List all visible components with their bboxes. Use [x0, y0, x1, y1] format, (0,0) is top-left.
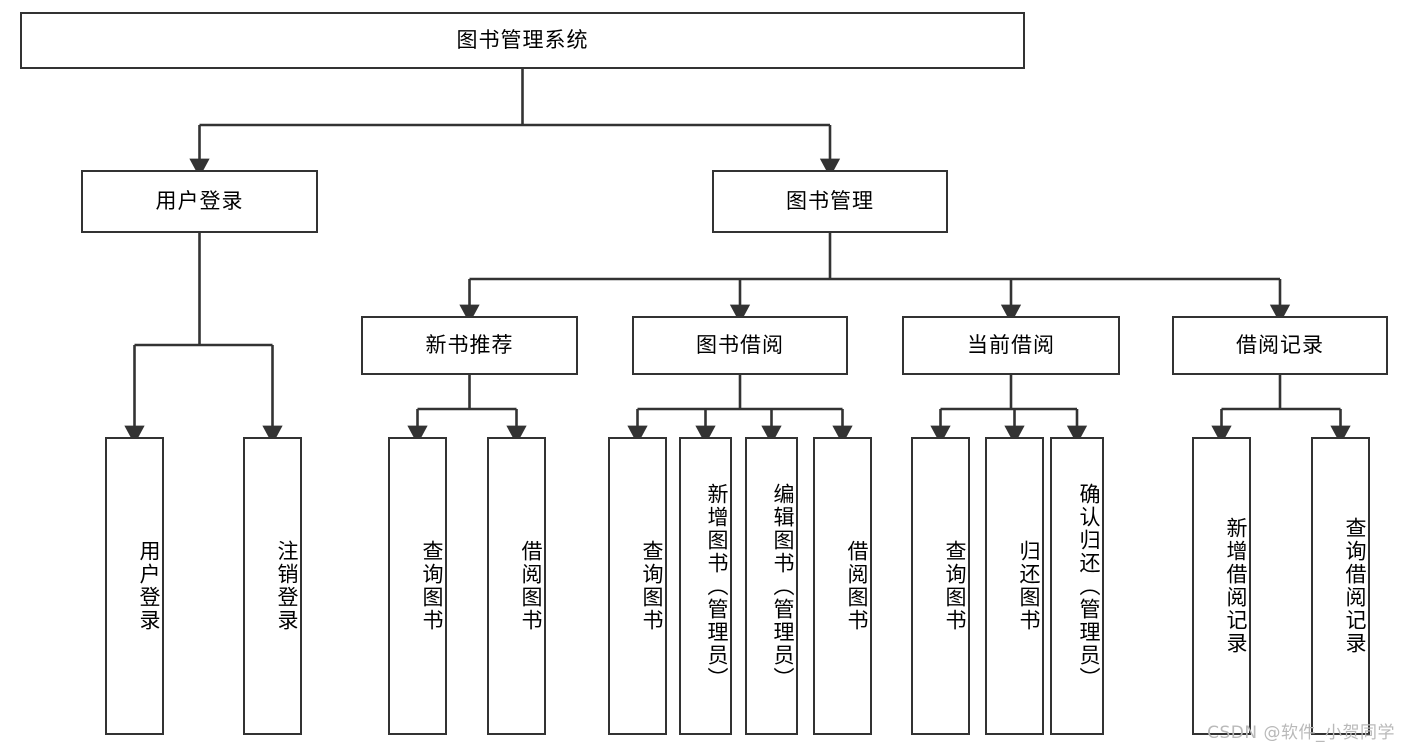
- node-leaf-query-book-c: 查询图书: [911, 437, 970, 735]
- node-leaf-borrow-book-b: 借阅图书: [813, 437, 872, 735]
- node-label: 查询借阅记录: [1343, 517, 1367, 655]
- node-label: 新增图书（管理员）: [705, 482, 729, 690]
- node-leaf-query-book-a: 查询图书: [388, 437, 447, 735]
- node-label: 注销登录: [275, 540, 299, 632]
- node-borrow-record: 借阅记录: [1172, 316, 1388, 375]
- node-leaf-return-book: 归还图书: [985, 437, 1044, 735]
- node-leaf-logout: 注销登录: [243, 437, 302, 735]
- node-label: 查询图书: [420, 540, 444, 632]
- node-label: 新书推荐: [425, 332, 514, 357]
- node-book-borrow: 图书借阅: [632, 316, 848, 375]
- node-leaf-edit-book: 编辑图书（管理员）: [745, 437, 798, 735]
- node-new-book-rec: 新书推荐: [361, 316, 578, 375]
- node-leaf-add-record: 新增借阅记录: [1192, 437, 1251, 735]
- node-label: 新增借阅记录: [1224, 517, 1248, 655]
- node-current-borrow: 当前借阅: [902, 316, 1120, 375]
- node-label: 借阅记录: [1236, 332, 1324, 357]
- node-leaf-query-book-b: 查询图书: [608, 437, 667, 735]
- node-leaf-query-record: 查询借阅记录: [1311, 437, 1370, 735]
- node-leaf-user-login: 用户登录: [105, 437, 164, 735]
- node-label: 编辑图书（管理员）: [771, 482, 795, 690]
- node-leaf-borrow-book-a: 借阅图书: [487, 437, 546, 735]
- node-root: 图书管理系统: [20, 12, 1025, 69]
- node-label: 借阅图书: [519, 540, 543, 632]
- node-label: 确认归还（管理员）: [1077, 482, 1101, 690]
- node-user-login: 用户登录: [81, 170, 318, 233]
- node-label: 用户登录: [155, 188, 244, 213]
- node-label: 当前借阅: [967, 332, 1055, 357]
- node-label: 借阅图书: [845, 540, 869, 632]
- node-leaf-confirm-return: 确认归还（管理员）: [1050, 437, 1104, 735]
- node-label: 图书管理系统: [456, 27, 589, 52]
- node-label: 用户登录: [137, 540, 161, 632]
- node-label: 图书管理: [786, 188, 874, 213]
- node-label: 查询图书: [640, 540, 664, 632]
- node-book-manage: 图书管理: [712, 170, 948, 233]
- node-label: 查询图书: [943, 540, 967, 632]
- node-label: 归还图书: [1017, 540, 1041, 632]
- node-label: 图书借阅: [696, 332, 784, 357]
- node-leaf-add-book: 新增图书（管理员）: [679, 437, 732, 735]
